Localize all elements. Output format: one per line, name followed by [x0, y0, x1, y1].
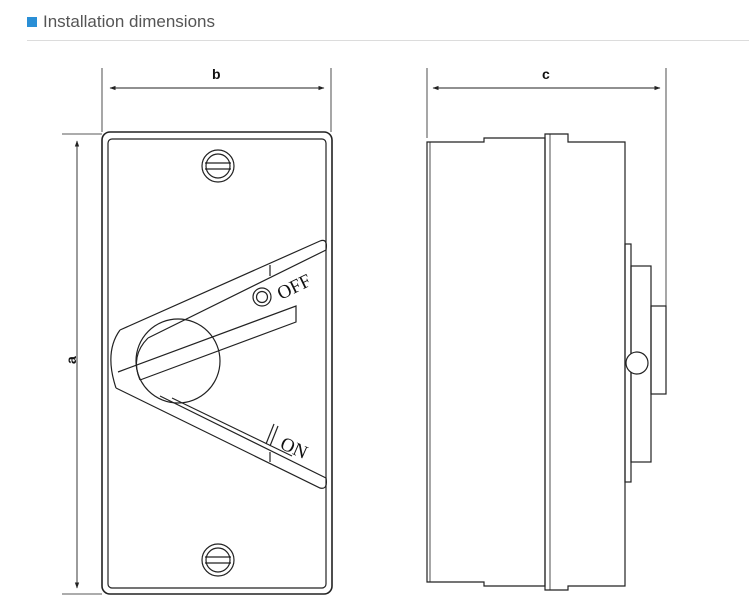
off-indicator-inner	[255, 290, 269, 304]
enclosure-inner	[107, 138, 327, 589]
enclosure-outer	[101, 131, 333, 595]
dimension-label-c: c	[542, 66, 550, 82]
side-view	[426, 68, 667, 591]
off-label: OFF	[274, 270, 315, 304]
handle-arm-off-inner	[117, 305, 297, 381]
header-square-icon	[27, 17, 37, 27]
handle-pivot-inner	[135, 337, 149, 381]
dimension-label-b: b	[212, 66, 221, 82]
side-body	[544, 133, 626, 591]
dimension-label-a: a	[63, 356, 79, 364]
on-indicator-line-icon	[265, 423, 275, 445]
handle-arm-on	[115, 387, 327, 489]
side-cover	[426, 137, 546, 587]
on-indicator-line-icon	[269, 425, 279, 447]
handle-arm-on-inner	[171, 397, 293, 457]
handle-pivot	[110, 329, 121, 389]
bottom-screw-icon	[201, 543, 235, 577]
front-view	[62, 68, 333, 595]
mounting-rail	[650, 305, 667, 395]
on-label: ON	[277, 433, 311, 463]
off-indicator-circle-icon	[252, 287, 272, 307]
section-title: Installation dimensions	[43, 12, 215, 31]
top-screw-icon	[201, 149, 235, 183]
handle-arm-off	[119, 239, 327, 339]
mounting-bolt-icon	[625, 351, 649, 375]
section-header: Installation dimensions	[27, 10, 749, 41]
